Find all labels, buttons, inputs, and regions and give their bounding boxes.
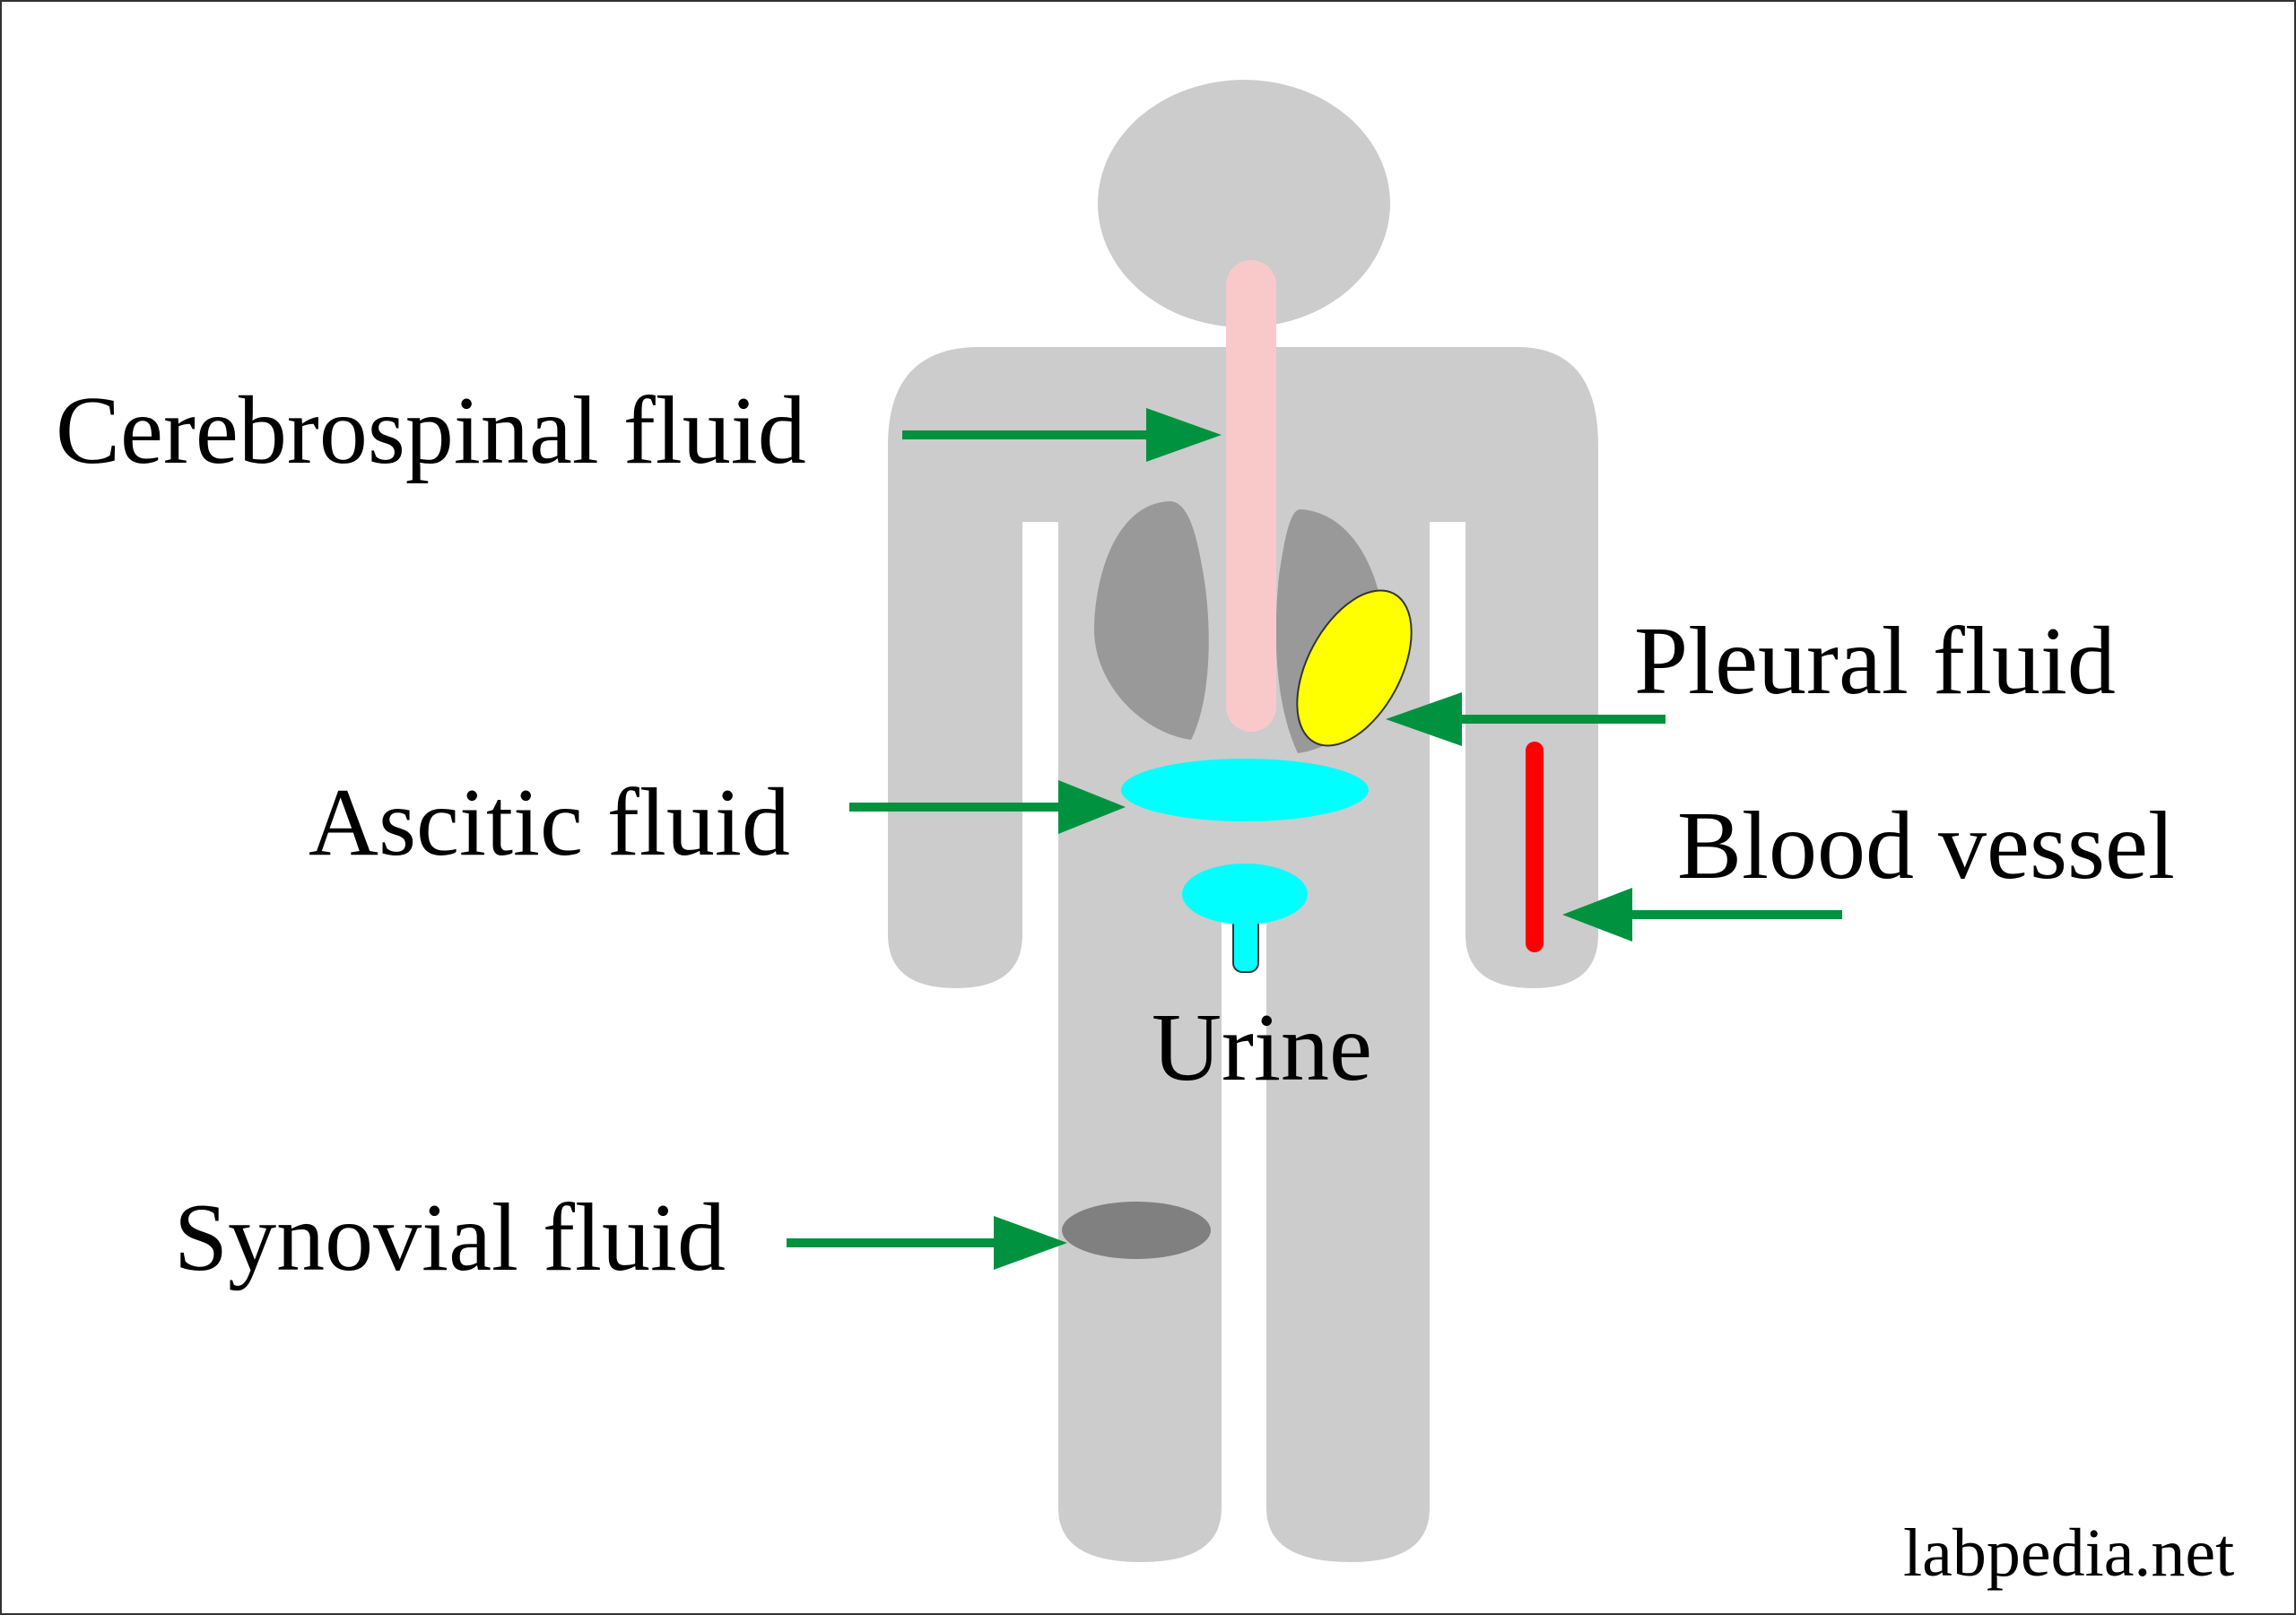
body-silhouette	[888, 80, 1598, 1562]
left-lung	[1094, 501, 1209, 740]
torso-and-arms	[888, 347, 1598, 1562]
arrow-pleural	[1386, 692, 1665, 746]
arrow-synovial	[787, 1216, 1067, 1270]
label-pleural-fluid: Pleural fluid	[1634, 608, 2116, 715]
label-ascitic-fluid: Ascitic fluid	[309, 769, 790, 876]
urinary-bladder	[1182, 864, 1308, 925]
spinal-canal	[1226, 260, 1276, 732]
label-urine: Urine	[1152, 994, 1372, 1101]
head	[1098, 80, 1390, 327]
arrow-ascitic	[849, 780, 1126, 834]
ascitic-fluid-region	[1121, 759, 1369, 821]
label-blood-vessel: Blood vessel	[1677, 793, 2175, 899]
arrow-csf	[902, 408, 1222, 462]
arrow-blood-vessel	[1562, 888, 1842, 942]
pleural-effusion	[1296, 589, 1413, 747]
knee-joint	[1062, 1202, 1211, 1259]
arrows	[787, 408, 1842, 1270]
label-synovial-fluid: Synovial fluid	[174, 1185, 726, 1291]
watermark: labpedia.net	[1903, 1515, 2235, 1591]
label-cerebrospinal-fluid: Cerebrospinal fluid	[56, 378, 806, 484]
